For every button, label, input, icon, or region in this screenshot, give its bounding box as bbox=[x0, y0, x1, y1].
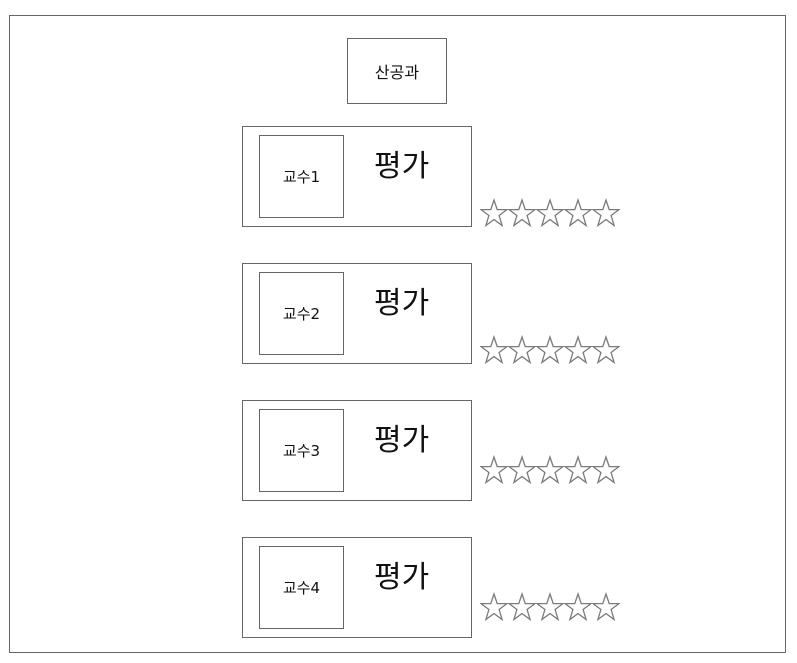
department-label: 산공과 bbox=[374, 63, 420, 82]
rating-stars-4[interactable] bbox=[480, 587, 620, 627]
star-outline-icon[interactable] bbox=[536, 454, 564, 486]
rating-stars-1[interactable] bbox=[480, 193, 620, 233]
star-outline-icon[interactable] bbox=[480, 197, 508, 229]
star-outline-icon[interactable] bbox=[564, 334, 592, 366]
evaluate-label: 평가 bbox=[374, 286, 430, 321]
professor-name: 교수3 bbox=[282, 442, 321, 460]
evaluate-label: 평가 bbox=[374, 560, 430, 595]
professor-card-4[interactable]: 교수4 평가 bbox=[242, 537, 472, 638]
department-button[interactable]: 산공과 bbox=[347, 38, 447, 104]
professor-box: 교수1 bbox=[259, 135, 344, 218]
star-outline-icon[interactable] bbox=[592, 334, 620, 366]
star-outline-icon[interactable] bbox=[592, 591, 620, 623]
professor-name: 교수4 bbox=[282, 579, 321, 597]
star-outline-icon[interactable] bbox=[508, 197, 536, 229]
professor-box: 교수3 bbox=[259, 409, 344, 492]
star-outline-icon[interactable] bbox=[536, 591, 564, 623]
rating-stars-3[interactable] bbox=[480, 450, 620, 490]
professor-card-3[interactable]: 교수3 평가 bbox=[242, 400, 472, 501]
star-outline-icon[interactable] bbox=[564, 454, 592, 486]
professor-card-2[interactable]: 교수2 평가 bbox=[242, 263, 472, 364]
professor-box: 교수4 bbox=[259, 546, 344, 629]
star-outline-icon[interactable] bbox=[508, 334, 536, 366]
evaluate-label: 평가 bbox=[374, 423, 430, 458]
star-outline-icon[interactable] bbox=[564, 197, 592, 229]
professor-card-1[interactable]: 교수1 평가 bbox=[242, 126, 472, 227]
professor-name: 교수2 bbox=[282, 305, 321, 323]
star-outline-icon[interactable] bbox=[536, 197, 564, 229]
star-outline-icon[interactable] bbox=[508, 591, 536, 623]
star-outline-icon[interactable] bbox=[480, 334, 508, 366]
star-outline-icon[interactable] bbox=[536, 334, 564, 366]
main-frame bbox=[9, 15, 786, 653]
star-outline-icon[interactable] bbox=[508, 454, 536, 486]
professor-name: 교수1 bbox=[282, 168, 321, 186]
star-outline-icon[interactable] bbox=[480, 591, 508, 623]
star-outline-icon[interactable] bbox=[564, 591, 592, 623]
professor-box: 교수2 bbox=[259, 272, 344, 355]
rating-stars-2[interactable] bbox=[480, 330, 620, 370]
star-outline-icon[interactable] bbox=[592, 197, 620, 229]
evaluate-label: 평가 bbox=[374, 149, 430, 184]
star-outline-icon[interactable] bbox=[480, 454, 508, 486]
star-outline-icon[interactable] bbox=[592, 454, 620, 486]
